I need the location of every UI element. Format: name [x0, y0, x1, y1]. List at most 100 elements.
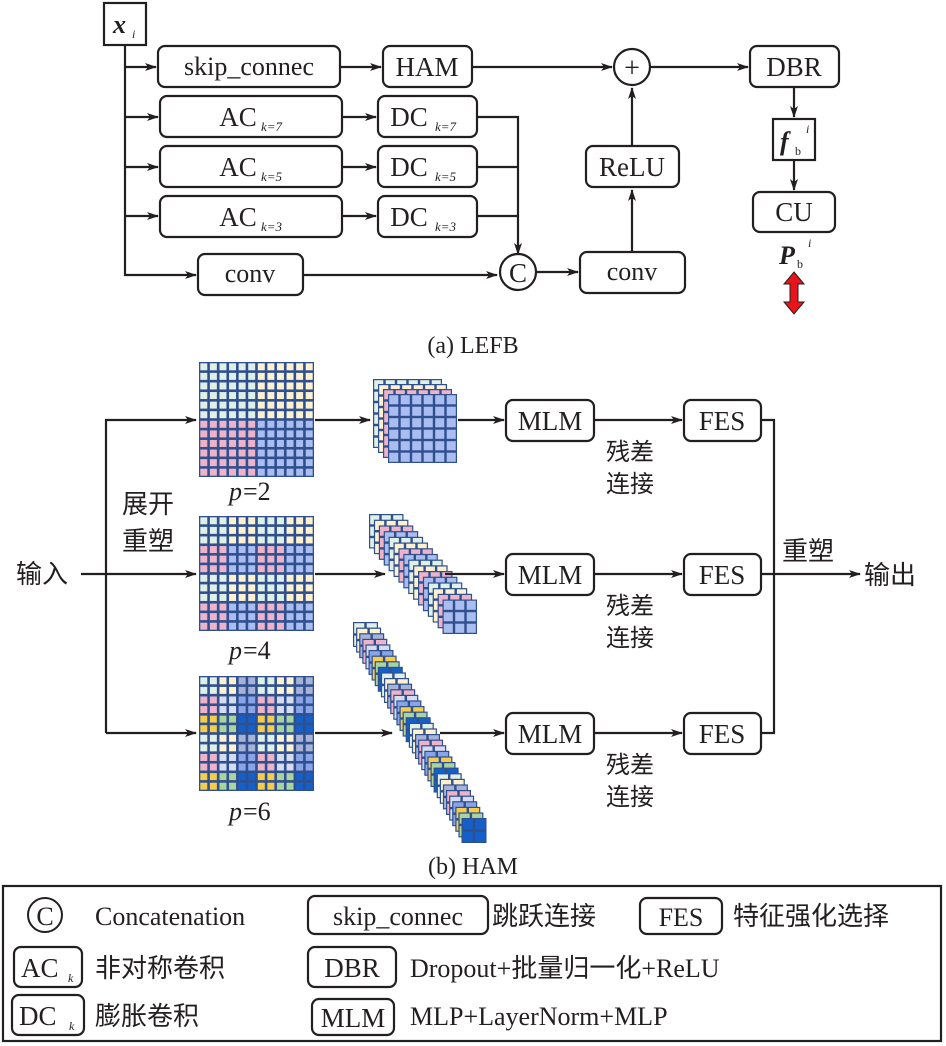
grid-cell: [248, 773, 256, 781]
grid-cell: [200, 459, 208, 467]
mlm-label: MLM: [518, 719, 583, 749]
residual-label-1: 残差: [606, 593, 654, 620]
conv-left-block: conv: [196, 252, 305, 297]
grid-cell: [296, 725, 304, 733]
grid-cell: [286, 517, 294, 525]
residual-label-2: 连接: [606, 784, 654, 811]
grid-cell: [296, 677, 304, 685]
grid-cell: [248, 372, 256, 380]
grid-cell: [305, 372, 313, 380]
grid-cell: [286, 622, 294, 630]
lefb-diagram: x i skip_connec HAM AC k=7 AC k=5: [102, 1, 841, 359]
input-node-xi: x i: [102, 1, 148, 47]
grid-cell: [305, 420, 313, 428]
patch-grid-p6: [199, 676, 314, 791]
grid-cell: [257, 725, 265, 733]
grid-cell: [238, 546, 246, 554]
grid-cell: [200, 420, 208, 428]
grid-cell: [248, 526, 256, 534]
grid-cell: [229, 725, 237, 733]
grid-cell: [200, 401, 208, 409]
grid-cell: [238, 468, 246, 476]
grid-cell: [200, 763, 208, 771]
grid-cell: [219, 603, 227, 611]
grid-cell: [209, 449, 217, 457]
grid-cell: [296, 526, 304, 534]
grid-cell: [219, 382, 227, 390]
grid-cell: [276, 686, 284, 694]
grid-cell: [267, 574, 275, 582]
grid-cell: [286, 411, 294, 419]
grid-cell: [257, 459, 265, 467]
grid-cell: [296, 622, 304, 630]
grid-cell: [200, 574, 208, 582]
grid-cell: [200, 526, 208, 534]
legend-symbol-sub: k: [69, 1019, 75, 1033]
p-label-4: p =4: [227, 636, 271, 665]
grid-cell: [267, 555, 275, 563]
ac-k5-base: AC: [219, 152, 257, 182]
input-label: 输入: [16, 560, 68, 589]
grid-cell: [229, 753, 237, 761]
grid-cell: [238, 677, 246, 685]
grid-cell: [276, 677, 284, 685]
fes-label: FES: [699, 560, 746, 590]
grid-cell: [209, 584, 217, 592]
grid-cell: [296, 574, 304, 582]
grid-cell: [276, 763, 284, 771]
grid-cell: [209, 468, 217, 476]
grid-cell: [267, 763, 275, 771]
grid-cell: [305, 449, 313, 457]
grid-cell: [200, 430, 208, 438]
grid-cell: [296, 401, 304, 409]
legend-text: 非对称卷积: [95, 954, 225, 983]
grid-cell: [267, 430, 275, 438]
grid-cell: [257, 773, 265, 781]
grid-cell: [286, 372, 294, 380]
fes-label: FES: [699, 406, 746, 436]
grid-cell: [286, 782, 294, 790]
grid-cell: [248, 782, 256, 790]
grid-cell: [305, 584, 313, 592]
grid-cell: [209, 372, 217, 380]
grid-cell: [219, 734, 227, 742]
grid-cell: [200, 517, 208, 525]
grid-cell: [200, 372, 208, 380]
grid-cell: [229, 773, 237, 781]
legend-text: 跳跃连接: [492, 902, 596, 931]
grid-cell: [219, 536, 227, 544]
grid-cell: [267, 744, 275, 752]
grid-cell: [296, 459, 304, 467]
patch-grid-p4: [199, 516, 314, 631]
feature-sup: i: [806, 122, 809, 136]
grid-cell: [238, 622, 246, 630]
grid-cell: [296, 715, 304, 723]
grid-cell: [209, 430, 217, 438]
ac-k3-base: AC: [219, 202, 257, 232]
legend-symbol-base: DC: [19, 1001, 57, 1031]
grid-cell: [276, 468, 284, 476]
grid-cell: [200, 536, 208, 544]
grid-cell: [276, 603, 284, 611]
grid-cell: [286, 420, 294, 428]
grid-cell: [286, 744, 294, 752]
output-label: 输出: [864, 561, 916, 590]
grid-cell: [209, 517, 217, 525]
grid-cell: [305, 603, 313, 611]
grid-cell: [286, 593, 294, 601]
grid-cell: [286, 546, 294, 554]
grid-cell: [286, 603, 294, 611]
grid-cell: [229, 677, 237, 685]
grid-cell: [229, 468, 237, 476]
grid-cell: [248, 677, 256, 685]
grid-cell: [267, 517, 275, 525]
mlm-label: MLM: [518, 406, 583, 436]
patch: [442, 599, 477, 634]
pred-base: P: [778, 241, 796, 270]
grid-cell: [276, 459, 284, 467]
grid-cell: [200, 468, 208, 476]
legend-symbol: C: [36, 902, 53, 931]
reshape-label: 重塑: [782, 537, 834, 566]
grid-cell: [267, 363, 275, 371]
grid-cell: [238, 420, 246, 428]
